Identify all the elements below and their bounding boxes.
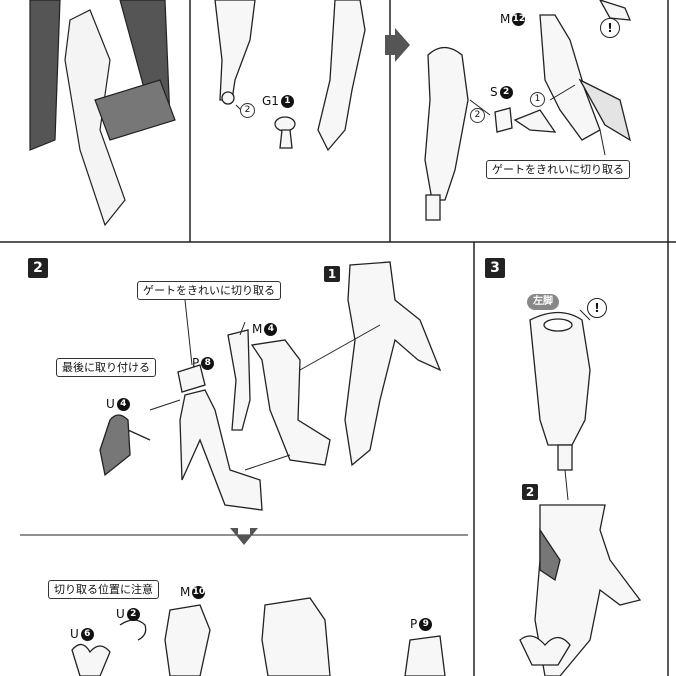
leg-part-top-right xyxy=(424,0,632,221)
left-leg-section-3 xyxy=(519,311,642,676)
callout-attach-last: 最後に取り付ける xyxy=(56,358,156,377)
step-2-marker: 2 xyxy=(28,258,48,278)
arrow-down xyxy=(230,528,258,545)
leg-assembly-section-2 xyxy=(99,261,442,511)
leg-assembly-bottom xyxy=(71,597,446,676)
step-3-marker: 3 xyxy=(485,258,505,278)
sub-step-1-marker: 1 xyxy=(324,266,340,282)
callout-gate-clean-mid: ゲートをきれいに切り取る xyxy=(137,281,281,300)
figure-silhouette xyxy=(29,0,176,227)
order-circle-2-top-middle: 2 xyxy=(240,103,255,118)
leg-part-top-middle xyxy=(214,0,366,152)
arrow-right xyxy=(385,28,410,62)
caution-icon-section-3: ! xyxy=(587,298,607,318)
callout-cut-position-note: 切り取る位置に注意 xyxy=(48,580,159,599)
sub-step-2-marker: 2 xyxy=(522,484,538,500)
order-circle-1-top-right: 1 xyxy=(530,92,545,107)
caution-icon-top-right: ! xyxy=(600,18,620,38)
left-leg-badge: 左脚 xyxy=(527,294,559,310)
order-circle-2-top-right: 2 xyxy=(470,108,485,123)
callout-gate-clean-top: ゲートをきれいに切り取る xyxy=(486,160,630,179)
